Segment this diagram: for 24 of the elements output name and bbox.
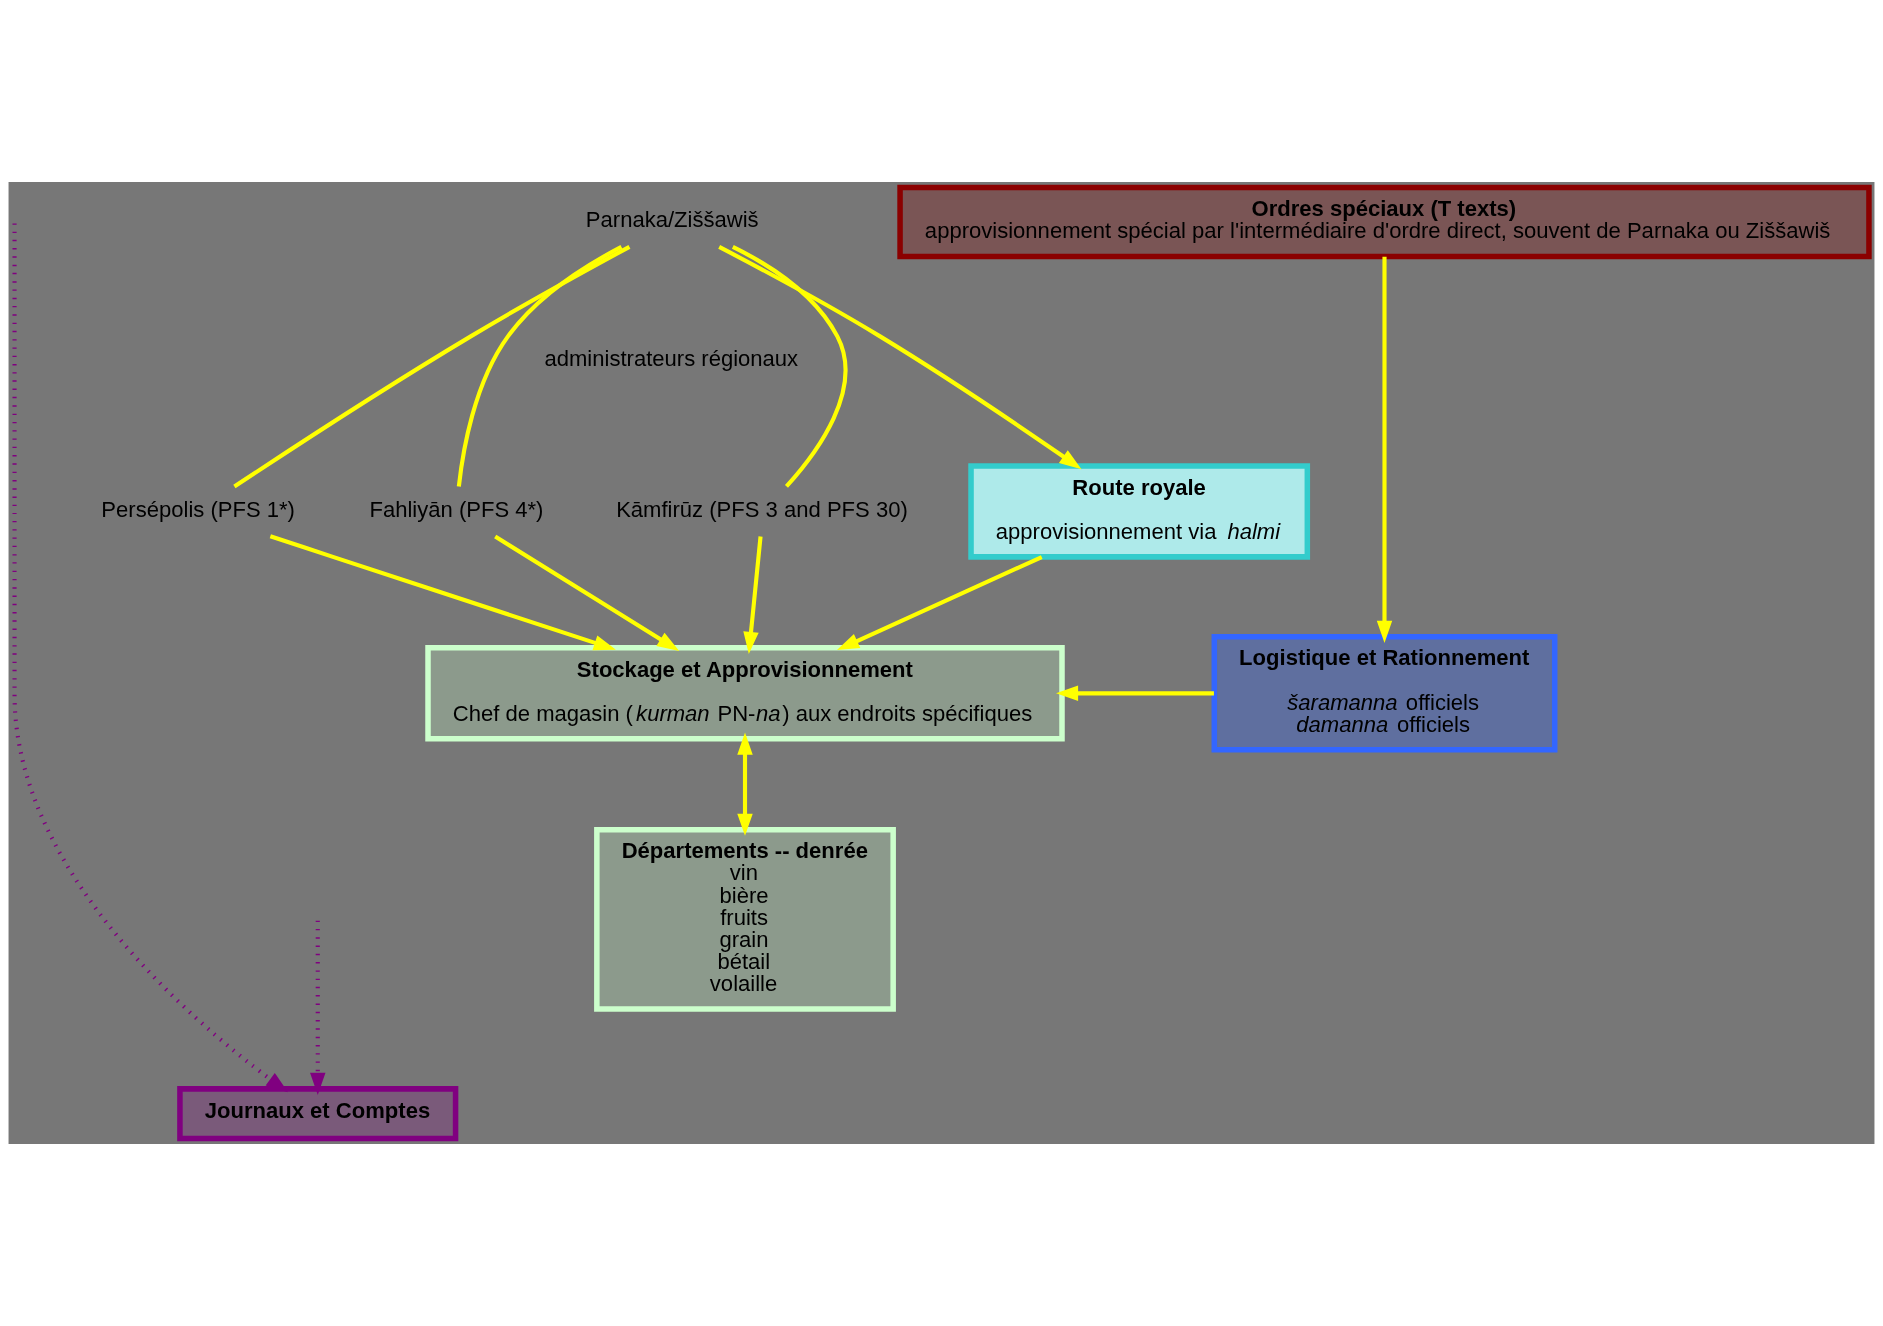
connector	[731, 245, 848, 488]
arrow	[310, 920, 326, 1095]
node-text: Parnaka/Ziššawiš	[585, 207, 759, 233]
node-box: Départements -- denrée vin bière fruits grain bétail volaille	[594, 827, 896, 1012]
arrow	[837, 555, 1043, 651]
node-box: Route royale approvisionnement via halmi	[968, 463, 1311, 560]
label: administrateurs régionaux	[544, 346, 799, 372]
arrow	[1376, 256, 1393, 643]
arrow	[12, 223, 288, 1093]
node-box: Ordres spéciaux (T texts) approvisionnement spécial par l'intermédiaire d'ordre direct, souvent de Parnaka ou Ziššawiš	[897, 184, 1872, 260]
node-box: Journaux et Comptes	[177, 1086, 459, 1142]
node-text: Kāmfirūz (PFS 3 and PFS 30)	[616, 496, 908, 522]
arrow	[269, 534, 616, 651]
arrow	[718, 245, 1082, 470]
connector	[456, 245, 623, 487]
arrow	[494, 534, 680, 652]
node-text: Persépolis (PFS 1*)	[101, 496, 295, 522]
node-text: Fahliyān (PFS 4*)	[369, 496, 544, 522]
node-box: Logistique et Rationnement šaramanna officiels damanna officiels	[1211, 634, 1558, 753]
arrow	[743, 536, 763, 654]
node-box: Stockage et Approvisionnement Chef de magasin (kurman PN-na) aux endroits spécifiques	[425, 645, 1065, 742]
connector	[233, 245, 631, 489]
arrow	[1056, 685, 1214, 702]
arrow	[737, 732, 753, 836]
